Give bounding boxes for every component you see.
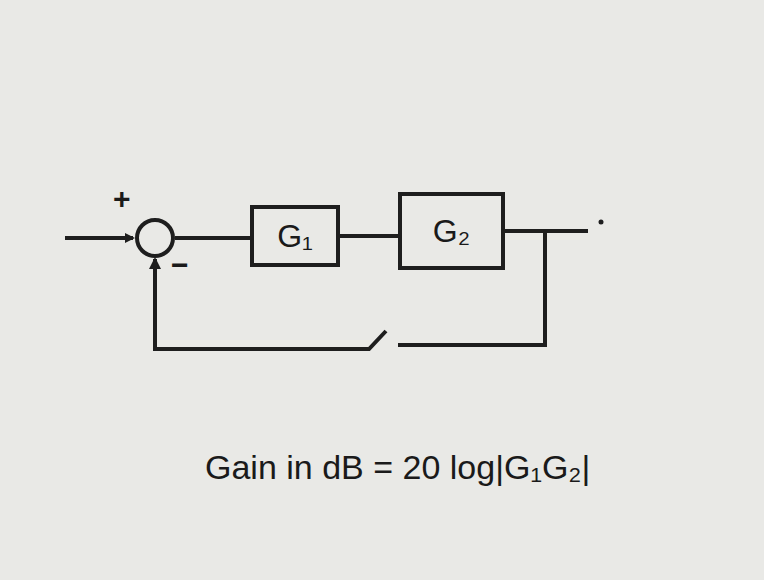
block-box: G₁ [250,205,340,267]
junction-outline [135,218,175,258]
block-box: G₂ [398,192,505,270]
signal-wire [175,236,250,240]
output-dot [599,220,604,225]
sign-label: + [113,182,131,216]
block-name: G₂ [433,213,470,250]
block-name: G₁ [277,218,313,255]
gain-formula: Gain in dB = 20 log|G₁G₂| [205,448,590,487]
input-arrow [65,236,133,240]
sign-label: − [171,248,189,282]
output-wire [545,229,588,233]
signal-wire [340,234,398,238]
feedback-wire [155,231,545,349]
summing-junction: +− [135,218,175,258]
